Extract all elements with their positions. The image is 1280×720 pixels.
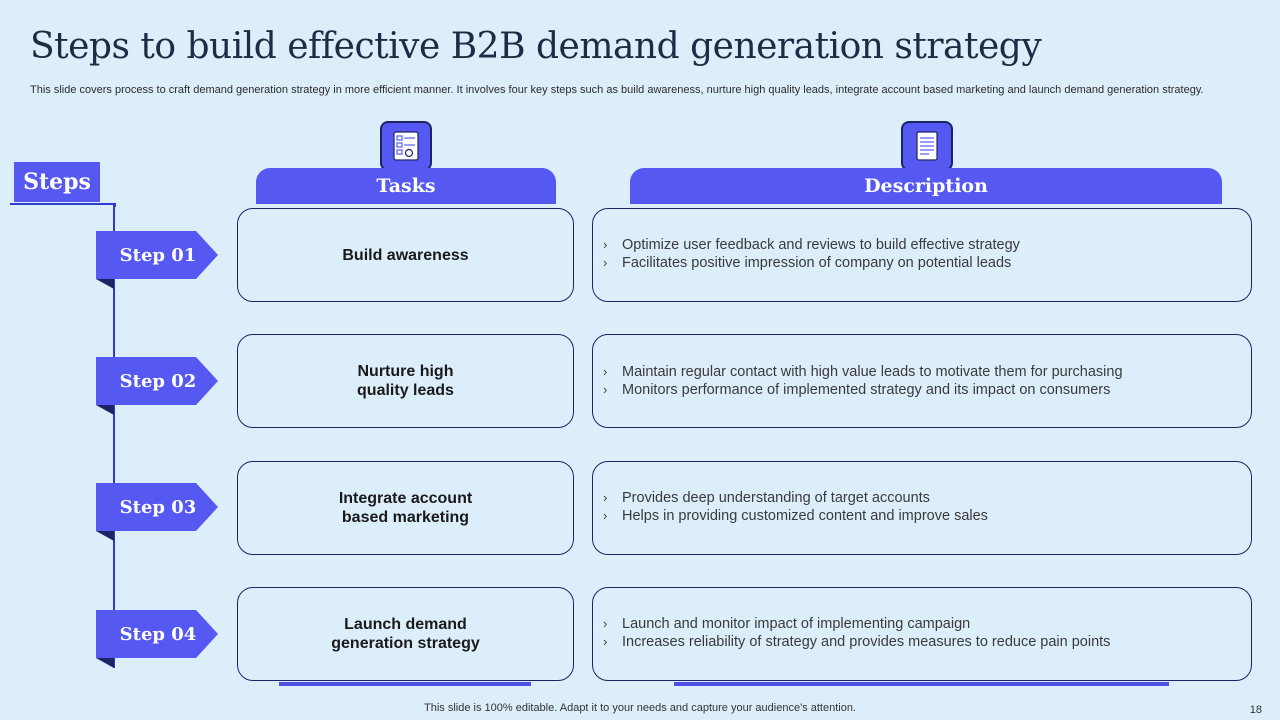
description-bottom-bar xyxy=(674,682,1169,686)
step-tag: Step 04 xyxy=(96,610,218,668)
description-item: ›Maintain regular contact with high valu… xyxy=(603,364,1123,380)
description-card: ›Provides deep understanding of target a… xyxy=(592,461,1252,555)
chevron-right-icon: › xyxy=(603,616,608,631)
description-card: ›Maintain regular contact with high valu… xyxy=(592,334,1252,428)
description-item: ›Helps in providing customized content a… xyxy=(603,508,988,524)
description-item: ›Provides deep understanding of target a… xyxy=(603,490,930,506)
chevron-right-icon: › xyxy=(603,364,608,379)
description-card: ›Optimize user feedback and reviews to b… xyxy=(592,208,1252,302)
step-label: Step 04 xyxy=(119,623,197,645)
chevron-right-icon: › xyxy=(603,508,608,523)
step-label: Step 03 xyxy=(119,496,197,518)
task-card: Integrate account based marketing xyxy=(237,461,574,555)
step-arrow-shape xyxy=(96,483,218,541)
description-item: ›Increases reliability of strategy and p… xyxy=(603,634,1111,650)
step-arrow-shape xyxy=(96,231,218,289)
tasks-bottom-bar xyxy=(279,682,531,686)
chevron-right-icon: › xyxy=(603,490,608,505)
step-label: Step 02 xyxy=(119,370,197,392)
tasks-header: Tasks xyxy=(256,168,556,204)
page-subtitle: This slide covers process to craft deman… xyxy=(30,84,1204,96)
steps-underline xyxy=(10,203,116,205)
timeline-line xyxy=(113,205,115,668)
description-card: ›Launch and monitor impact of implementi… xyxy=(592,587,1252,681)
chevron-right-icon: › xyxy=(603,634,608,649)
steps-label: Steps xyxy=(14,162,100,202)
description-item: ›Optimize user feedback and reviews to b… xyxy=(603,237,1020,253)
chevron-right-icon: › xyxy=(603,382,608,397)
page-number: 18 xyxy=(1249,704,1262,716)
steps-corner xyxy=(112,203,116,207)
footer-note: This slide is 100% editable. Adapt it to… xyxy=(424,702,856,714)
description-item: ›Monitors performance of implemented str… xyxy=(603,382,1111,398)
description-item: ›Facilitates positive impression of comp… xyxy=(603,255,1012,271)
page-title: Steps to build effective B2B demand gene… xyxy=(30,26,1042,67)
step-arrow-shape xyxy=(96,357,218,415)
step-label: Step 01 xyxy=(119,244,197,266)
chevron-right-icon: › xyxy=(603,237,608,252)
step-tag: Step 01 xyxy=(96,231,218,289)
description-item: ›Launch and monitor impact of implementi… xyxy=(603,616,971,632)
task-card: Nurture high quality leads xyxy=(237,334,574,428)
chevron-right-icon: › xyxy=(603,255,608,270)
document-icon xyxy=(901,121,953,171)
step-tag: Step 03 xyxy=(96,483,218,541)
checklist-icon xyxy=(380,121,432,171)
step-arrow-shape xyxy=(96,610,218,668)
task-card: Build awareness xyxy=(237,208,574,302)
task-card: Launch demand generation strategy xyxy=(237,587,574,681)
step-tag: Step 02 xyxy=(96,357,218,415)
description-header: Description xyxy=(630,168,1222,204)
